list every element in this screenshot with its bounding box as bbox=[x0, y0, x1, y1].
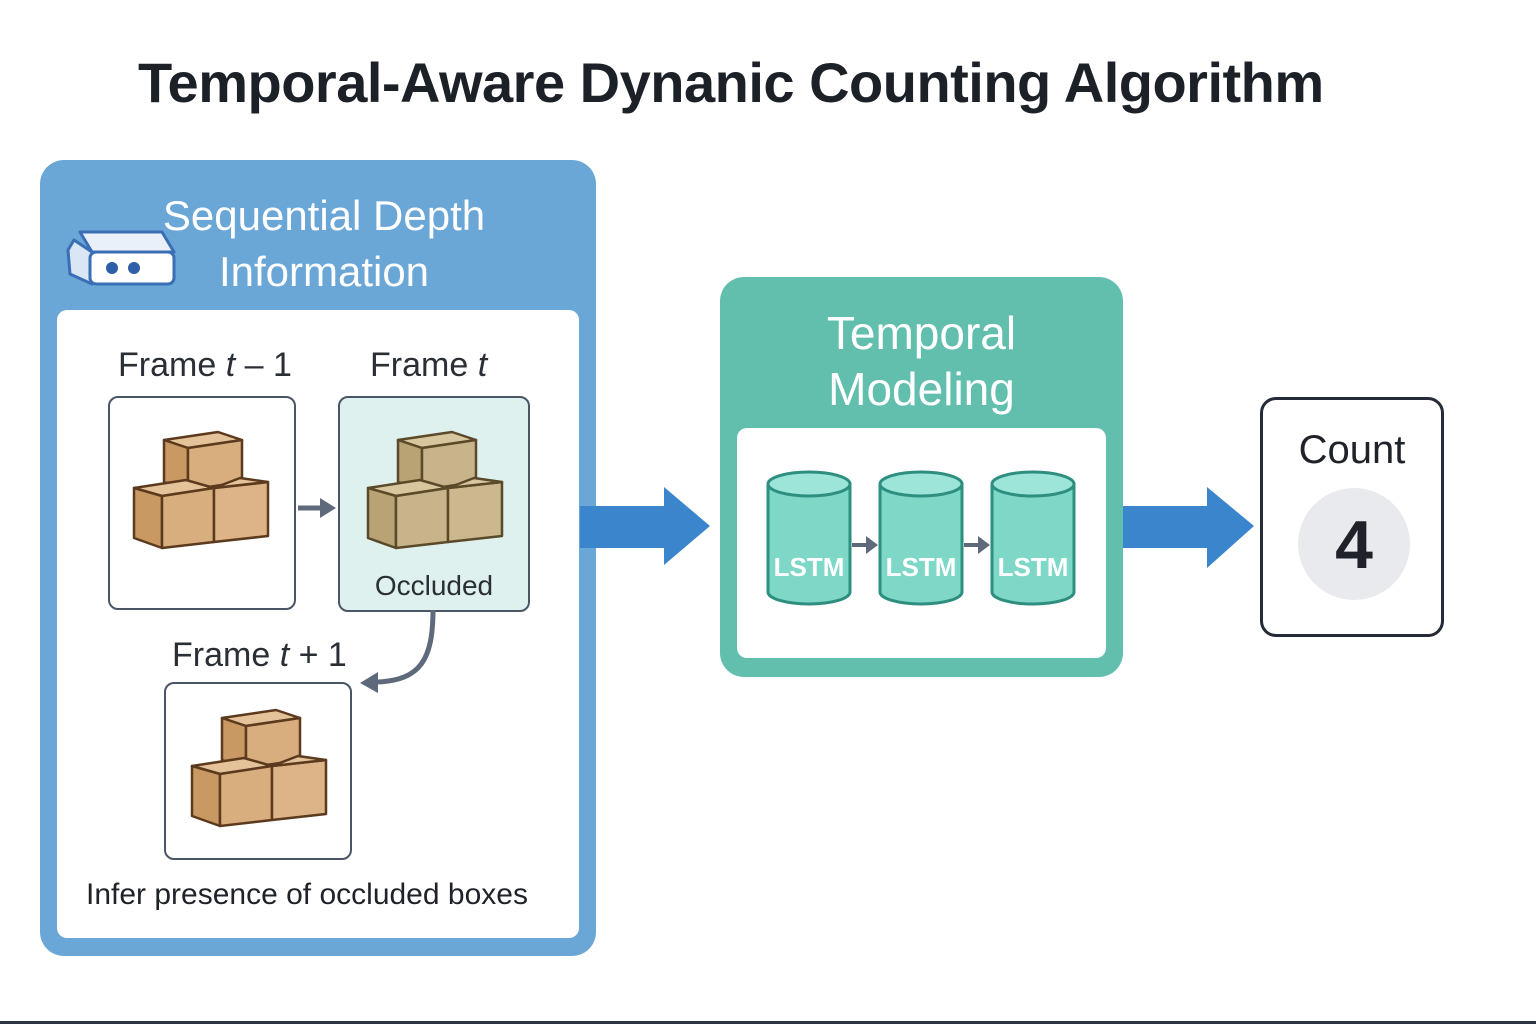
frame-label-suffix: + 1 bbox=[289, 636, 347, 674]
frame-transition-arrow bbox=[298, 498, 336, 518]
temporal-panel-title-line2: Modeling bbox=[828, 363, 1015, 415]
box-stack-icon bbox=[190, 708, 328, 828]
frame-label-t-minus-1: Frame t – 1 bbox=[118, 346, 292, 385]
flow-arrow-temporal-to-count bbox=[1123, 487, 1254, 568]
count-value: 4 bbox=[1335, 507, 1373, 583]
lstm-label: LSTM bbox=[998, 552, 1069, 582]
frame-label-t-plus-1: Frame t + 1 bbox=[172, 636, 347, 675]
frame-label-var: t bbox=[279, 636, 290, 674]
temporal-panel-title-line1: Temporal bbox=[826, 307, 1017, 359]
lstm-link-arrow bbox=[964, 536, 990, 554]
depth-panel-title-line2: Information bbox=[218, 248, 430, 295]
frame-label-prefix: Frame bbox=[172, 636, 280, 674]
lstm-cell: LSTM bbox=[878, 470, 964, 606]
depth-panel-title: Sequential Depth Information bbox=[40, 188, 608, 300]
frame-label-var: t bbox=[225, 346, 236, 384]
count-badge: 4 bbox=[1298, 488, 1410, 600]
depth-panel-title-line1: Sequential Depth bbox=[162, 192, 486, 239]
lstm-link-arrow bbox=[852, 536, 878, 554]
count-label: Count bbox=[1298, 428, 1406, 472]
lstm-chain: LSTM LSTM LSTM bbox=[766, 470, 1076, 606]
frame-label-suffix: – 1 bbox=[235, 346, 292, 384]
frame-label-var: t bbox=[477, 346, 488, 384]
curved-arrow-to-next-frame bbox=[360, 609, 436, 693]
frame-label-prefix: Frame bbox=[118, 346, 226, 384]
frame-t-plus-1 bbox=[164, 682, 352, 860]
lstm-label: LSTM bbox=[886, 552, 957, 582]
temporal-panel-title: Temporal Modeling bbox=[720, 305, 1123, 417]
frame-t-minus-1 bbox=[108, 396, 296, 610]
lstm-cell: LSTM bbox=[766, 470, 852, 606]
occluded-label: Occluded bbox=[374, 570, 494, 601]
count-output: Count 4 bbox=[1260, 397, 1444, 637]
page-title: Temporal-Aware Dynanic Counting Algorith… bbox=[138, 51, 1324, 114]
box-stack-icon bbox=[132, 430, 270, 550]
frame-label-t: Frame t bbox=[370, 346, 487, 385]
depth-camera-icon bbox=[66, 230, 176, 286]
flow-arrow-depth-to-temporal bbox=[580, 487, 710, 565]
occlusion-caption: Infer presence of occluded boxes bbox=[86, 878, 528, 911]
box-stack-occluded-icon bbox=[366, 430, 504, 550]
bottom-border bbox=[0, 1021, 1536, 1024]
frame-label-prefix: Frame bbox=[370, 346, 478, 384]
lstm-cell: LSTM bbox=[990, 470, 1076, 606]
lstm-label: LSTM bbox=[774, 552, 845, 582]
